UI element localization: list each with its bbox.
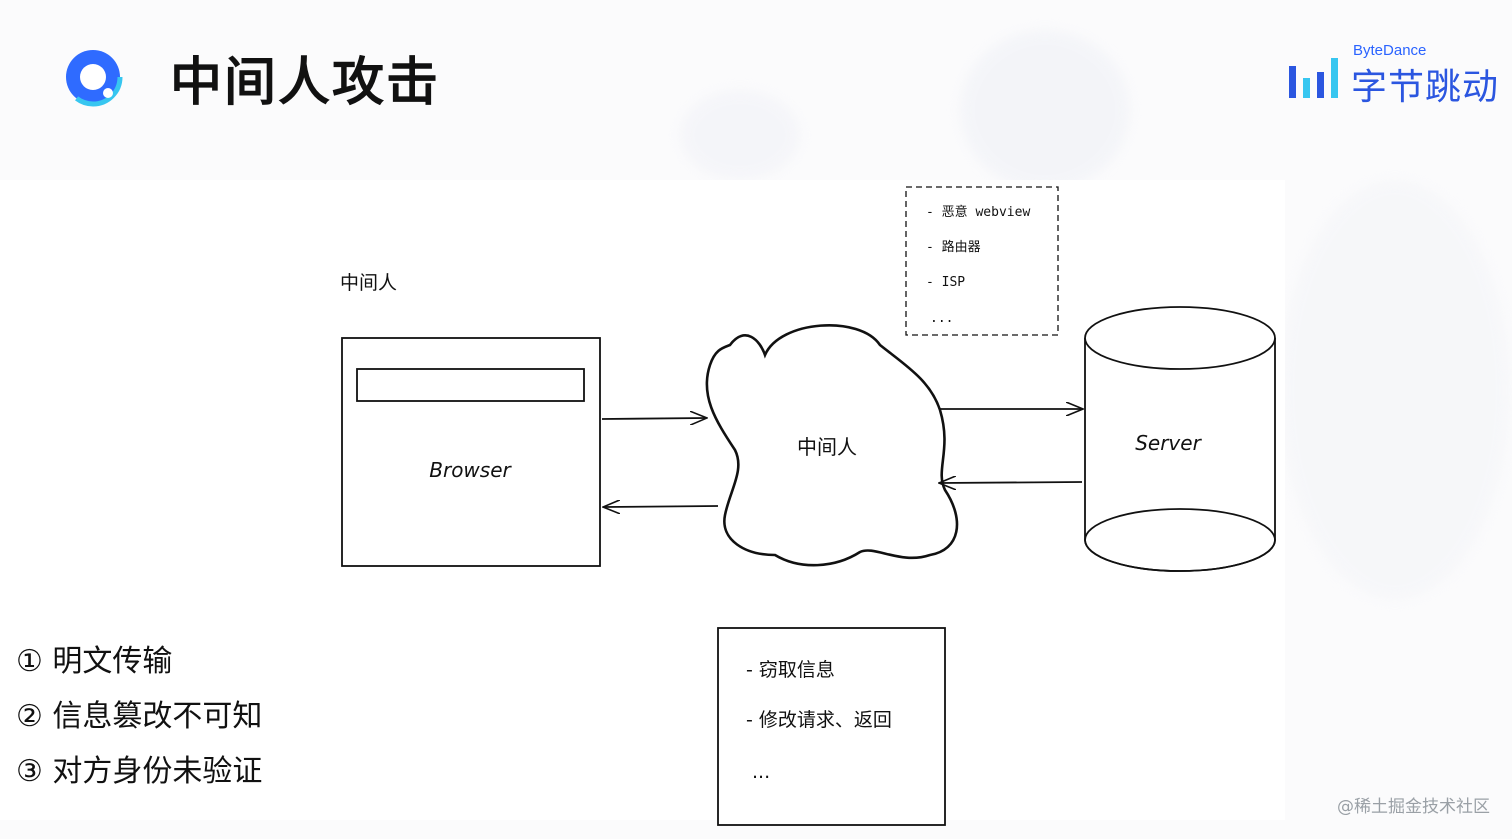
bytedance-logo: ByteDance 字节跳动 — [1285, 42, 1500, 108]
mitm-cloud: 中间人 — [705, 324, 959, 567]
threat-item: - 窃取信息 — [746, 659, 835, 681]
source-item: ... — [930, 311, 953, 326]
cloud-label: 中间人 — [797, 435, 857, 459]
threat-item: - 修改请求、返回 — [746, 709, 892, 731]
risk-item: ① 明文传输 — [16, 644, 173, 679]
mitm-top-label: 中间人 — [340, 272, 397, 294]
slide-canvas — [0, 180, 1285, 820]
risk-item: ② 信息篡改不可知 — [16, 699, 263, 734]
browser-address-bar — [356, 368, 585, 402]
risk-item: ③ 对方身份未验证 — [16, 754, 263, 789]
brand-english: ByteDance — [1353, 42, 1427, 59]
attack-sources-note: - 恶意 webview - 路由器 - ISP ... — [905, 186, 1059, 336]
background-decoration — [680, 90, 800, 180]
source-watermark: @稀土掘金技术社区 — [1337, 797, 1490, 817]
arrow-server-to-mitm — [940, 482, 1083, 483]
source-item: - 路由器 — [926, 239, 981, 255]
threats-note: - 窃取信息 - 修改请求、返回 ... — [717, 627, 946, 826]
app-logo-icon — [62, 46, 124, 108]
threat-item: ... — [752, 761, 770, 783]
browser-label: Browser — [429, 458, 512, 482]
slide-title: 中间人攻击 — [170, 53, 441, 113]
background-decoration — [960, 30, 1130, 190]
server-label: Server — [1135, 431, 1202, 455]
background-decoration — [1280, 180, 1510, 600]
arrow-browser-to-mitm — [601, 418, 706, 419]
risk-list: ① 明文传输 ② 信息篡改不可知 ③ 对方身份未验证 — [16, 640, 262, 805]
source-item: - ISP — [926, 275, 965, 290]
arrow-mitm-to-browser — [604, 506, 719, 507]
source-item: - 恶意 webview — [926, 204, 1030, 220]
brand-chinese: 字节跳动 — [1351, 67, 1500, 108]
server-cylinder: Server — [1084, 306, 1276, 572]
bars-logo-icon — [1289, 58, 1338, 98]
browser-box: Browser — [341, 337, 601, 567]
